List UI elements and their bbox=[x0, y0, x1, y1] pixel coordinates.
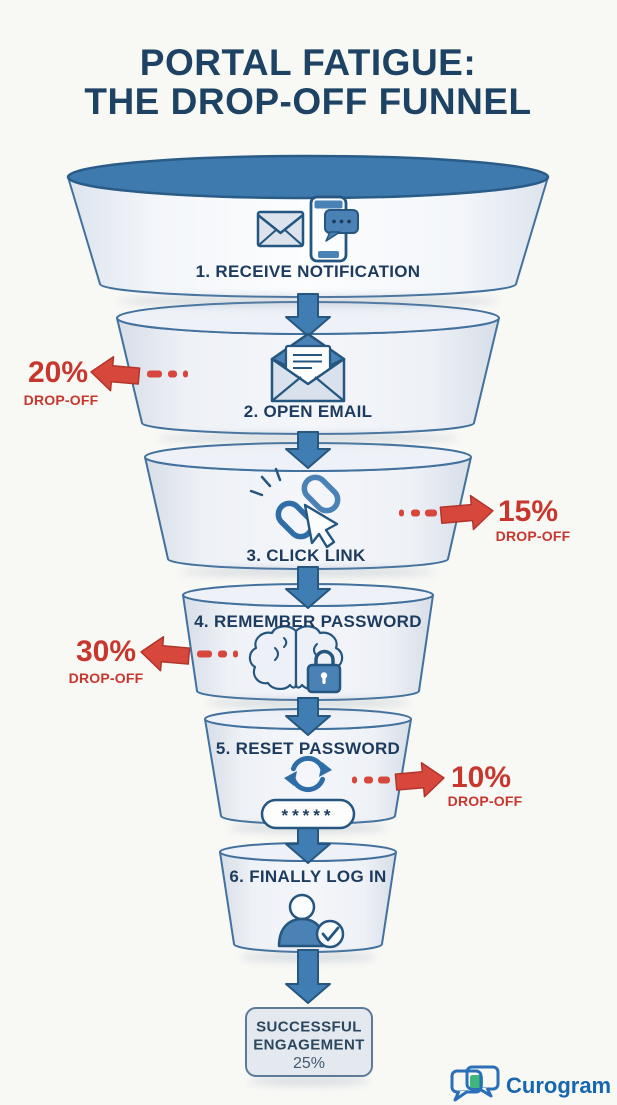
dropoff-20-label: DROP-OFF bbox=[23, 392, 99, 408]
page-title-line-1: PORTAL FATIGUE: bbox=[139, 42, 477, 83]
brand-name: Curogram bbox=[506, 1073, 612, 1098]
down-arrow-2 bbox=[285, 431, 331, 469]
down-arrow-6 bbox=[285, 949, 331, 1004]
smartphone-chat-icon bbox=[309, 195, 359, 263]
dropoff-arrow-15 bbox=[399, 494, 494, 531]
dropoff-10-percent: 10% bbox=[450, 761, 512, 794]
down-arrow-1 bbox=[285, 293, 331, 337]
dropoff-20-percent: 20% bbox=[27, 356, 89, 389]
dropoff-10-label: DROP-OFF bbox=[447, 793, 523, 809]
page-title-line-2: THE DROP-OFF FUNNEL bbox=[84, 81, 532, 122]
funnel-stage-5-shape bbox=[204, 708, 412, 825]
stage-5-label: 5. RESET PASSWORD bbox=[215, 739, 401, 758]
open-email-icon bbox=[270, 332, 346, 403]
down-arrow-3 bbox=[285, 566, 331, 609]
dropoff-15-percent: 15% bbox=[497, 495, 559, 528]
chain-link-cursor-icon bbox=[249, 467, 341, 549]
dropoff-30-percent: 30% bbox=[75, 635, 137, 668]
result-line-1: SUCCESSFUL bbox=[256, 1018, 362, 1036]
stage-4-label: 4. REMEMBER PASSWORD bbox=[194, 612, 422, 631]
stage-6-label: 6. FINALLY LOG IN bbox=[229, 867, 387, 886]
stage-1-label: 1. RECEIVE NOTIFICATION bbox=[195, 262, 421, 281]
stage-3-label: 3. CLICK LINK bbox=[246, 546, 366, 565]
success-box bbox=[245, 1007, 373, 1077]
down-arrow-4 bbox=[285, 697, 331, 736]
funnel-stage-1-shape bbox=[66, 154, 550, 298]
dropoff-30-label: DROP-OFF bbox=[68, 670, 144, 686]
dropoff-arrow-10 bbox=[352, 762, 445, 798]
password-field bbox=[260, 798, 356, 830]
user-check-icon bbox=[277, 893, 345, 949]
brand-logo-icon bbox=[450, 1065, 500, 1102]
down-arrows bbox=[285, 293, 331, 1004]
result-line-2: ENGAGEMENT bbox=[253, 1036, 365, 1054]
result-value: 25% bbox=[292, 1055, 326, 1072]
stage-2-label: 2. OPEN EMAIL bbox=[243, 402, 373, 421]
envelope-icon bbox=[256, 210, 305, 248]
password-mask-text: ***** bbox=[281, 806, 335, 825]
reset-arrows-icon bbox=[284, 755, 332, 793]
brain-padlock-icon bbox=[248, 625, 344, 694]
dropoff-arrow-20 bbox=[90, 356, 188, 392]
dropoff-15-label: DROP-OFF bbox=[495, 528, 571, 544]
dropoff-arrow-30 bbox=[140, 636, 238, 672]
